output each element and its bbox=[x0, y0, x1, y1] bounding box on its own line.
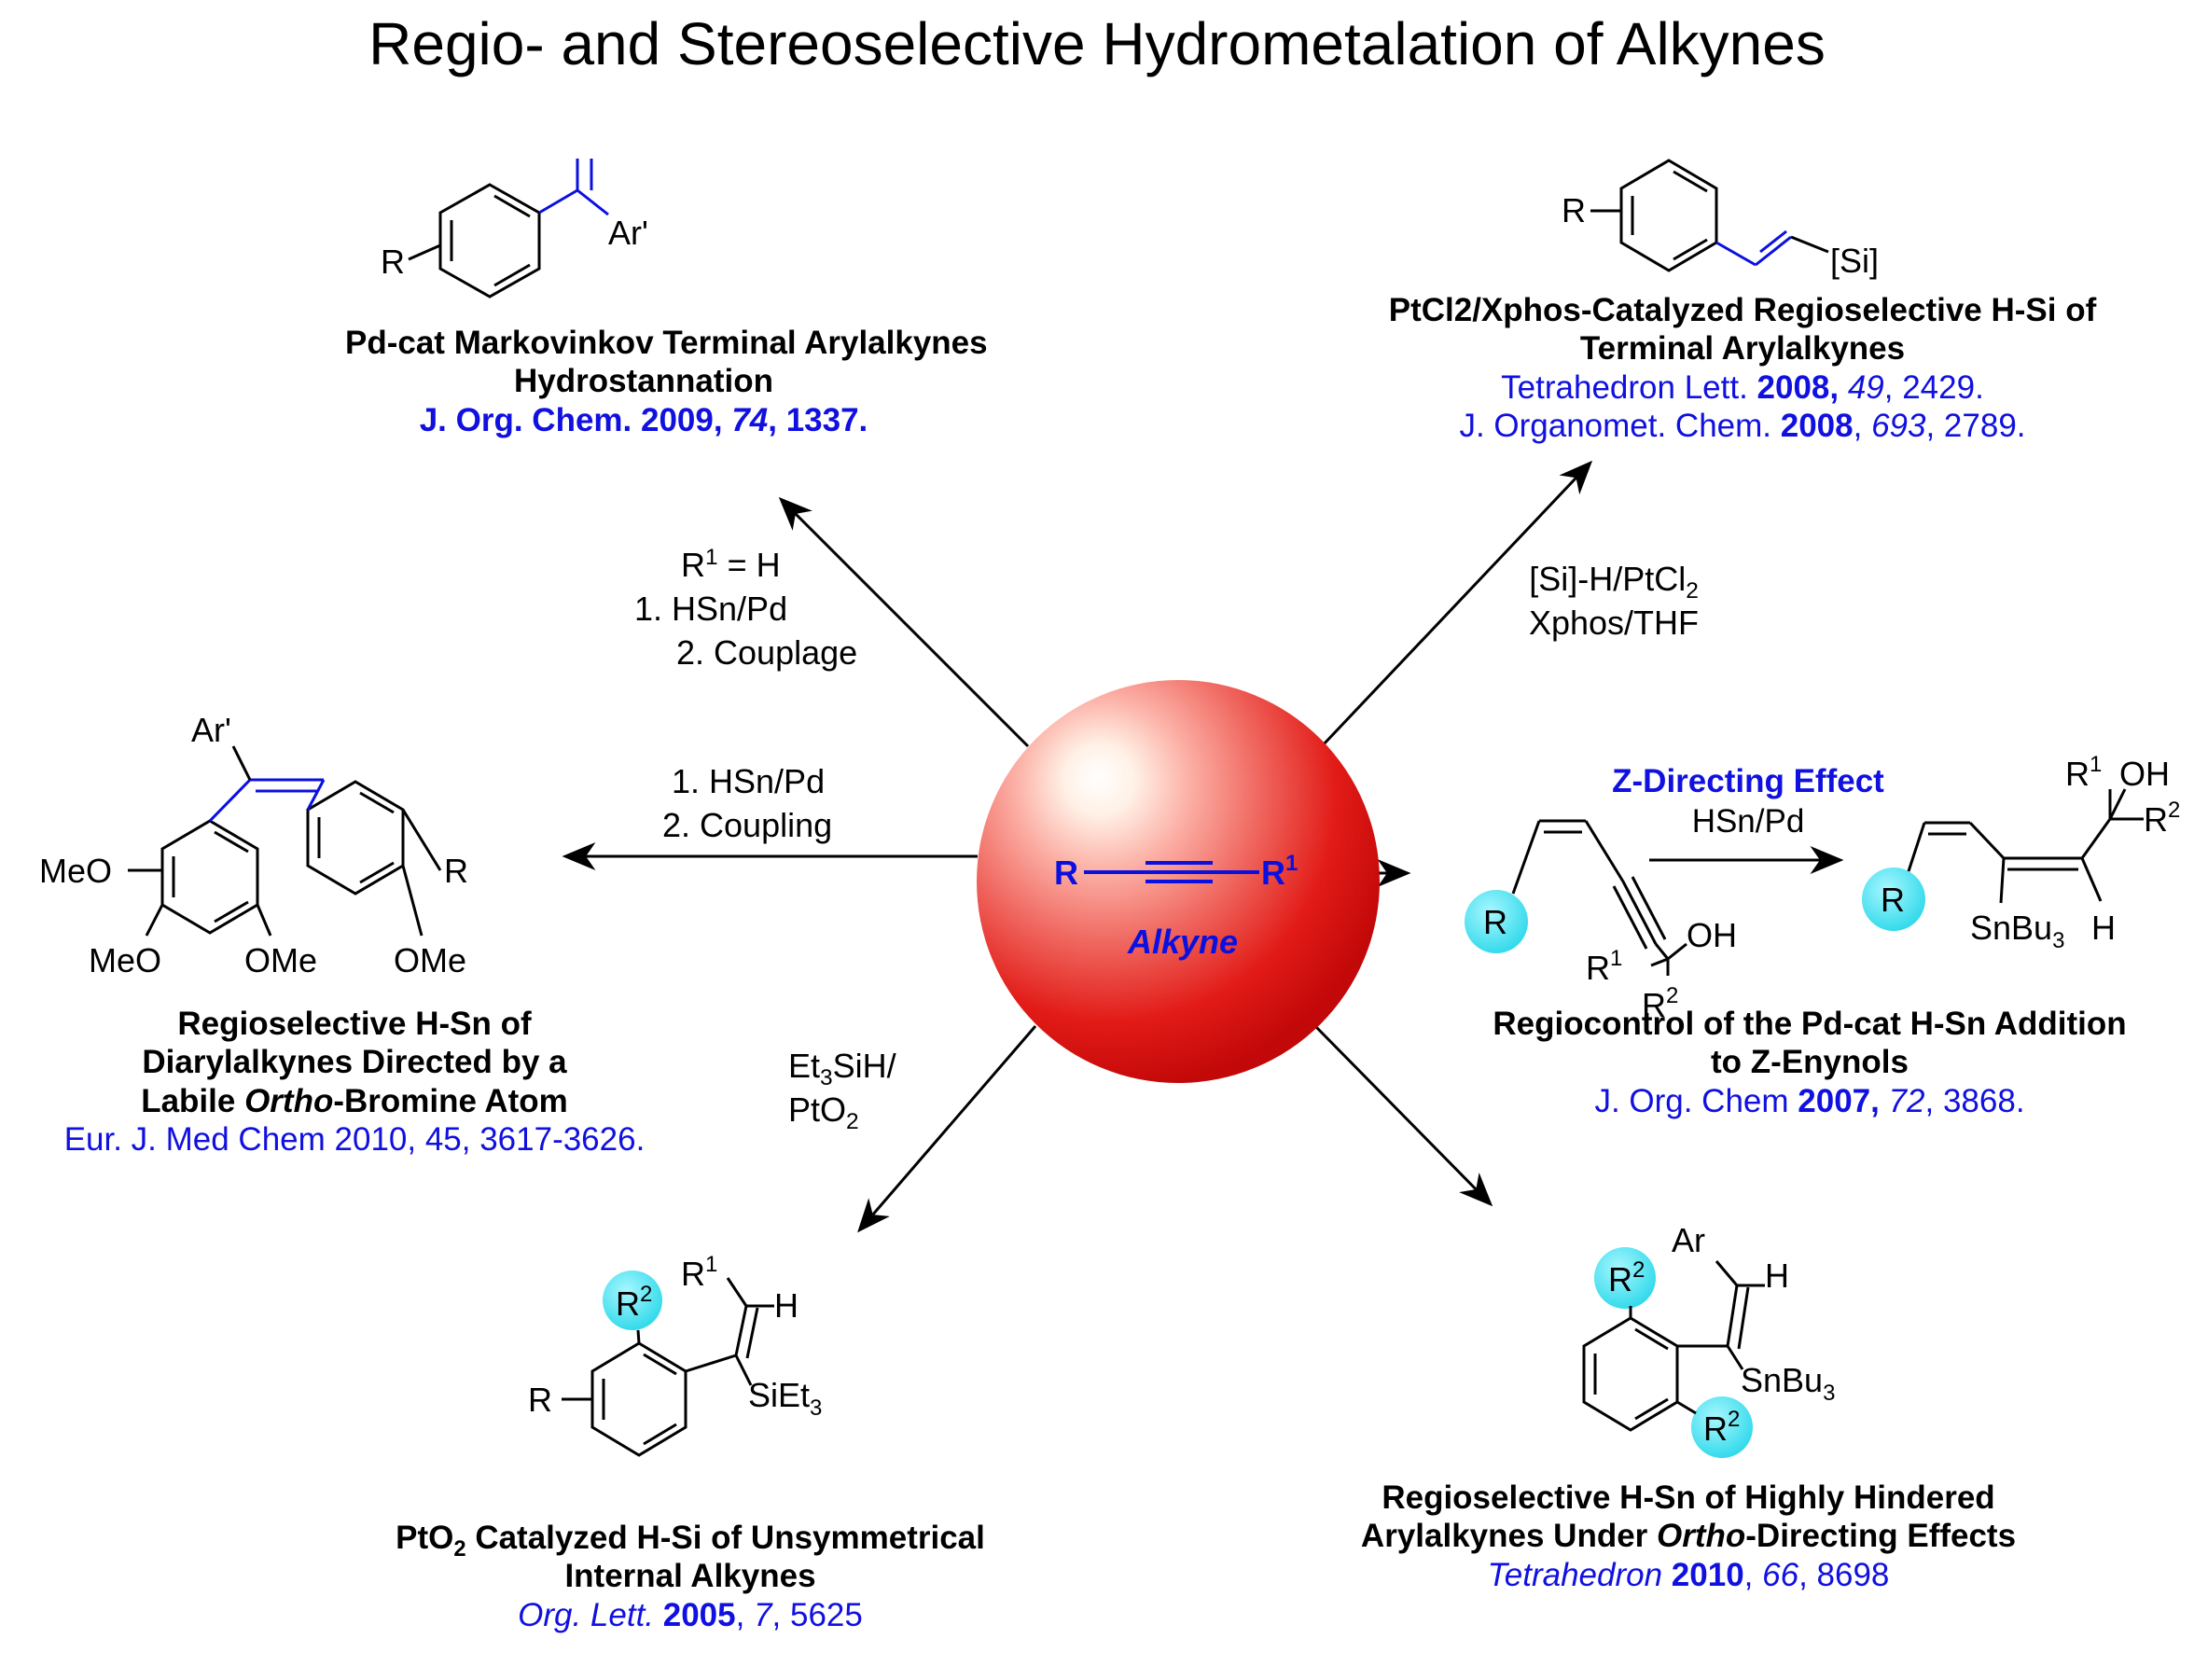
caption-line: Regioselective H-Sn of bbox=[177, 1006, 532, 1042]
reference: Eur. J. Med Chem 2010, 45, 3617-3626. bbox=[63, 1120, 646, 1158]
alkyne-triple-bond bbox=[1146, 861, 1213, 883]
caption-line: PtO2 Catalyzed H-Si of Unsymmetrical bbox=[396, 1520, 985, 1562]
caption-line: Hydrostannation bbox=[513, 363, 774, 400]
caption-line: PtCl2/Xphos-Catalyzed Regioselective H-S… bbox=[1388, 292, 2097, 328]
r-group-circle bbox=[1691, 1396, 1753, 1458]
left-r: R bbox=[444, 852, 468, 890]
page-title: Regio- and Stereoselective Hydrometalati… bbox=[368, 10, 1826, 77]
condition-line: Et3SiH/ bbox=[788, 1047, 896, 1091]
central-alkyne: R R1 Alkyne bbox=[977, 680, 1380, 1083]
condition-line: PtO2 bbox=[788, 1090, 859, 1134]
caption-line: Diarylalkynes Directed by a bbox=[142, 1044, 567, 1081]
right-product-r: R bbox=[1881, 881, 1905, 919]
bottom-left-h: H bbox=[774, 1286, 798, 1325]
r-group-circle bbox=[1862, 868, 1925, 931]
structure-top-right bbox=[1590, 159, 1829, 272]
z-directing-label: Z-Directing Effect bbox=[1612, 763, 1884, 799]
structure-left bbox=[128, 745, 442, 937]
alkyne-r-label: R bbox=[1054, 854, 1078, 892]
caption-line: Labile Ortho-Bromine Atom bbox=[141, 1082, 568, 1119]
left-ome-2: OMe bbox=[394, 941, 466, 979]
top-left-ar: Ar' bbox=[608, 214, 648, 252]
left-ar: Ar' bbox=[191, 711, 231, 749]
caption-line: to Z-Enynols bbox=[1711, 1044, 1909, 1081]
right-product-r2: R2 bbox=[2144, 798, 2180, 839]
top-right-si: [Si] bbox=[1830, 242, 1879, 280]
condition-step-1: 1. HSn/Pd bbox=[672, 762, 826, 800]
conditions-left: 1. HSn/Pd 2. Coupling bbox=[644, 760, 886, 848]
caption-left: Regioselective H-Sn of Diarylalkynes Dir… bbox=[0, 1005, 709, 1159]
right-enynol-oh: OH bbox=[1687, 916, 1737, 954]
structure-bottom-right bbox=[1582, 1260, 1765, 1432]
caption-line: Terminal Arylalkynes bbox=[1579, 330, 1906, 368]
right-enynol-r: R bbox=[1483, 903, 1507, 941]
r-group-circle bbox=[1594, 1247, 1656, 1309]
caption-line: Pd-cat Markovinkov Terminal Arylalkynes bbox=[345, 325, 988, 361]
condition-step-2: 2. Couplage bbox=[676, 632, 858, 672]
reaction-arrows bbox=[562, 460, 1844, 1233]
reference: Org. Lett. 2005, 7, 5625 bbox=[518, 1596, 863, 1633]
reference: J. Organomet. Chem. 2008, 693, 2789. bbox=[1459, 407, 2026, 444]
bottom-right-ar: Ar bbox=[1672, 1221, 1705, 1259]
right-enynol-r1: R1 bbox=[1586, 946, 1622, 987]
condition-r1: R1 = H bbox=[681, 545, 781, 584]
bottom-right-h: H bbox=[1765, 1257, 1789, 1295]
condition-line: Xphos/THF bbox=[1528, 603, 1700, 642]
caption-line: Regioselective H-Sn of Highly Hindered bbox=[1382, 1479, 1995, 1516]
right-conditions: HSn/Pd bbox=[1692, 803, 1805, 840]
structure-top-left bbox=[408, 159, 609, 299]
condition-line: [Si]-H/PtCl2 bbox=[1529, 560, 1699, 604]
top-left-r: R bbox=[381, 243, 405, 281]
caption-line: Arylalkynes Under Ortho-Directing Effect… bbox=[1360, 1518, 2017, 1555]
bottom-left-siet: SiEt3 bbox=[748, 1376, 822, 1421]
bottom-left-r: R bbox=[528, 1381, 552, 1419]
bottom-right-snbu: SnBu3 bbox=[1741, 1361, 1835, 1406]
caption-top-left: Pd-cat Markovinkov Terminal Arylalkynes … bbox=[345, 324, 988, 439]
left-meo-1: MeO bbox=[39, 852, 112, 890]
right-product-h: H bbox=[2091, 909, 2116, 947]
caption-right: Regiocontrol of the Pd-cat H-Sn Addition… bbox=[1427, 1005, 2192, 1120]
conditions-top-left: R1 = H 1. HSn/Pd 2. Couplage bbox=[634, 544, 933, 674]
right-product-snbu: SnBu3 bbox=[1970, 909, 2064, 953]
bottom-left-r2: R2 bbox=[616, 1282, 652, 1323]
structure-bottom-left bbox=[562, 1277, 774, 1457]
caption-bottom-right: Regioselective H-Sn of Highly Hindered A… bbox=[1306, 1479, 2071, 1594]
condition-step-1: 1. HSn/Pd bbox=[634, 589, 788, 628]
right-product-r1: R1 bbox=[2065, 752, 2102, 793]
alkyne-r1-label: R1 bbox=[1261, 851, 1298, 892]
arrow-to-top-right bbox=[1320, 460, 1593, 748]
left-meo-2: MeO bbox=[89, 941, 161, 979]
reference: J. Org. Chem. 2009, 74, 1337. bbox=[419, 401, 868, 438]
arrow-to-bottom-left bbox=[857, 1025, 1037, 1233]
right-enynol-r2: R2 bbox=[1642, 983, 1678, 1024]
arrow-to-bottom-right bbox=[1313, 1024, 1493, 1207]
caption-line: Internal Alkynes bbox=[564, 1558, 816, 1595]
reference: J. Org. Chem 2007, 72, 3868. bbox=[1594, 1082, 2025, 1119]
right-product-oh: OH bbox=[2119, 755, 2170, 793]
conditions-top-right: [Si]-H/PtCl2 Xphos/THF bbox=[1493, 558, 1735, 646]
r-group-circle bbox=[603, 1270, 662, 1330]
structure-right-enynol bbox=[1511, 819, 1687, 976]
reference: Tetrahedron 2010, 66, 8698 bbox=[1487, 1556, 1890, 1593]
arrow-to-top-left bbox=[778, 496, 1030, 748]
conditions-bottom-left: Et3SiH/ PtO2 bbox=[788, 1045, 975, 1134]
alkyne-name: Alkyne bbox=[1127, 923, 1238, 961]
condition-step-2: 2. Coupling bbox=[662, 805, 833, 844]
structure-right-product bbox=[1907, 788, 2144, 904]
caption-bottom-left: PtO2 Catalyzed H-Si of Unsymmetrical Int… bbox=[289, 1519, 1091, 1634]
reference: Tetrahedron Lett. 2008, 49, 2429. bbox=[1501, 368, 1984, 406]
caption-line: Regiocontrol of the Pd-cat H-Sn Addition bbox=[1493, 1006, 2127, 1042]
bottom-left-r1: R1 bbox=[681, 1252, 717, 1293]
r-group-circle bbox=[1465, 890, 1528, 953]
bottom-right-r2-bottom: R2 bbox=[1703, 1407, 1740, 1448]
left-ome-1: OMe bbox=[244, 941, 317, 979]
bottom-right-r2-top: R2 bbox=[1608, 1257, 1645, 1298]
caption-top-right: PtCl2/Xphos-Catalyzed Regioselective H-S… bbox=[1295, 291, 2190, 445]
top-right-r: R bbox=[1562, 191, 1586, 229]
